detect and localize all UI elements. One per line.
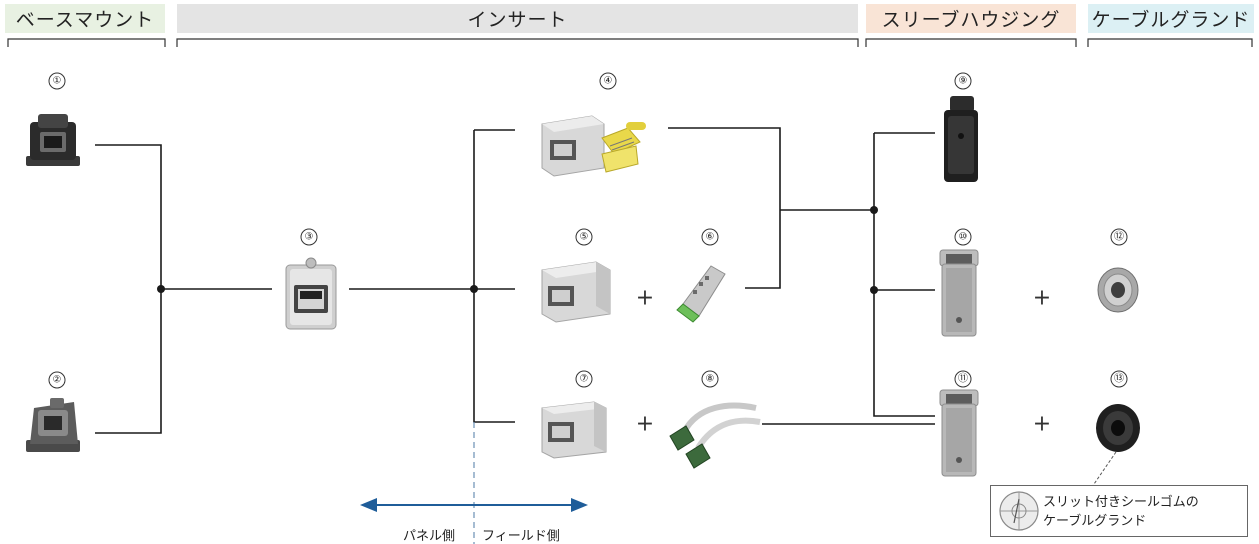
item-number-7: ⑦ — [575, 370, 593, 388]
item-number-5: ⑤ — [575, 228, 593, 246]
callout-box: スリット付きシールゴムの ケーブルグランド — [990, 485, 1248, 537]
cable-gland-metal-icon — [1097, 267, 1139, 313]
item-number-1: ① — [48, 72, 66, 90]
sleeve-housing-gray-short-icon — [939, 389, 979, 477]
item-number-10: ⑩ — [954, 228, 972, 246]
callout-line-1: スリット付きシールゴムの — [1043, 495, 1199, 510]
sleeve-housing-gray-icon — [939, 249, 979, 337]
rj45-insert-with-plug-icon — [541, 115, 646, 177]
callout-line-2: ケーブルグランド — [1043, 514, 1147, 529]
junction-dots — [157, 206, 878, 294]
sleeve-housing-black-icon — [944, 96, 978, 182]
rj45-insert-icon — [541, 261, 611, 323]
panel-side-label: パネル側 — [403, 529, 456, 544]
plus-sign-11-13: + — [1032, 411, 1052, 437]
item-number-4: ④ — [599, 72, 617, 90]
rj45-insert-patch-icon — [541, 401, 607, 459]
header-base-mount: ベースマウント — [5, 4, 165, 33]
item-number-6: ⑥ — [701, 228, 719, 246]
plus-sign-10-12: + — [1032, 285, 1052, 311]
wiring — [95, 127, 935, 434]
field-side-label: フィールド側 — [482, 529, 560, 544]
plus-sign-7-8: + — [635, 411, 655, 437]
header-insert: インサート — [177, 4, 858, 33]
item-number-8: ⑧ — [701, 370, 719, 388]
base-mount-straight-icon — [26, 114, 80, 166]
item-number-13: ⑬ — [1110, 370, 1128, 388]
rj45-coupler-insert-icon — [285, 257, 337, 330]
header-brackets — [7, 38, 1253, 47]
patch-cable-icon — [669, 402, 761, 469]
cable-gland-black-icon — [1096, 404, 1140, 452]
item-number-2: ② — [48, 371, 66, 389]
header-sleeve-housing: スリーブハウジング — [866, 4, 1076, 33]
item-number-12: ⑫ — [1110, 228, 1128, 246]
callout-leader — [1091, 451, 1117, 488]
double-arrow — [360, 498, 588, 512]
idc-connector-icon — [676, 265, 726, 323]
base-mount-angled-icon — [26, 398, 80, 452]
callout-text: スリット付きシールゴムの ケーブルグランド — [1043, 493, 1199, 531]
item-number-3: ③ — [300, 228, 318, 246]
item-number-9: ⑨ — [954, 72, 972, 90]
plus-sign-5-6: + — [635, 285, 655, 311]
header-cable-gland: ケーブルグランド — [1088, 4, 1254, 33]
seal-rubber-icon — [999, 491, 1039, 531]
item-number-11: ⑪ — [954, 370, 972, 388]
